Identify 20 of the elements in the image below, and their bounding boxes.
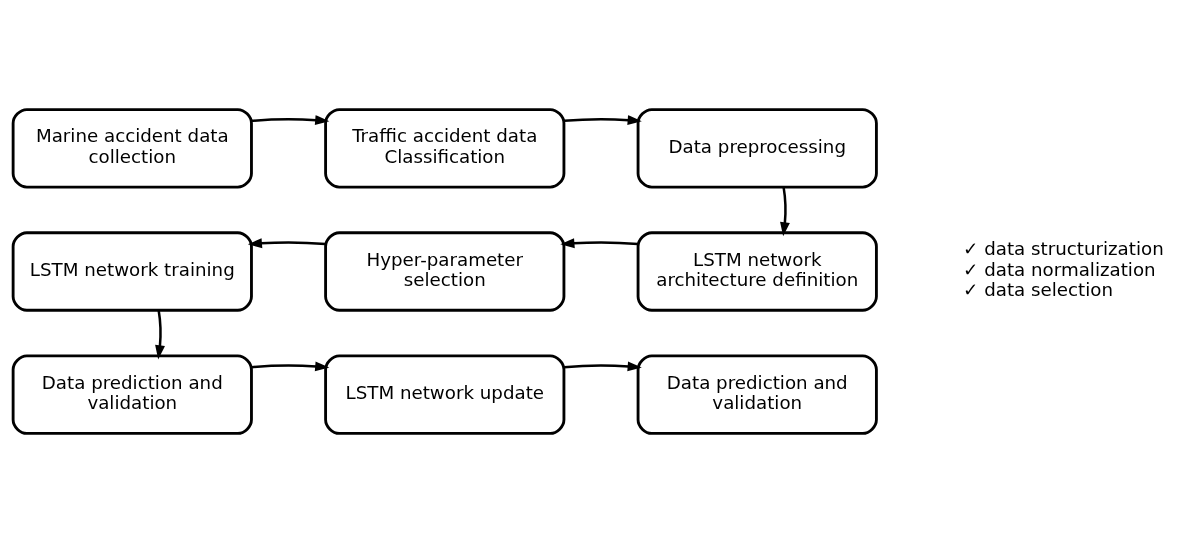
- arrow: [251, 114, 330, 125]
- node-box: Data preprocessing: [636, 107, 878, 189]
- arrow: [563, 360, 642, 371]
- node-label: ✓ data normalization: [963, 258, 1156, 280]
- arrow: [560, 237, 639, 248]
- node-box: Marine accident data collection: [11, 107, 253, 189]
- arrow: [155, 309, 165, 359]
- arrow: [247, 237, 326, 248]
- arrow: [251, 360, 330, 371]
- node-box: Traffic accident data Classification: [324, 107, 566, 189]
- node-box: LSTM network update: [324, 353, 566, 435]
- arrow: [563, 114, 642, 125]
- node-label: ✓ data selection: [963, 278, 1113, 300]
- node-label: ✓ data structurization: [963, 237, 1164, 259]
- arrow: [780, 186, 790, 236]
- node-box: LSTM network architecture definition: [636, 230, 878, 312]
- node-box: Data prediction and validation: [11, 353, 253, 435]
- node-box: Hyper-parameter selection: [324, 230, 566, 312]
- node-box: LSTM network training: [11, 230, 253, 312]
- node-box: Data prediction and validation: [636, 353, 878, 435]
